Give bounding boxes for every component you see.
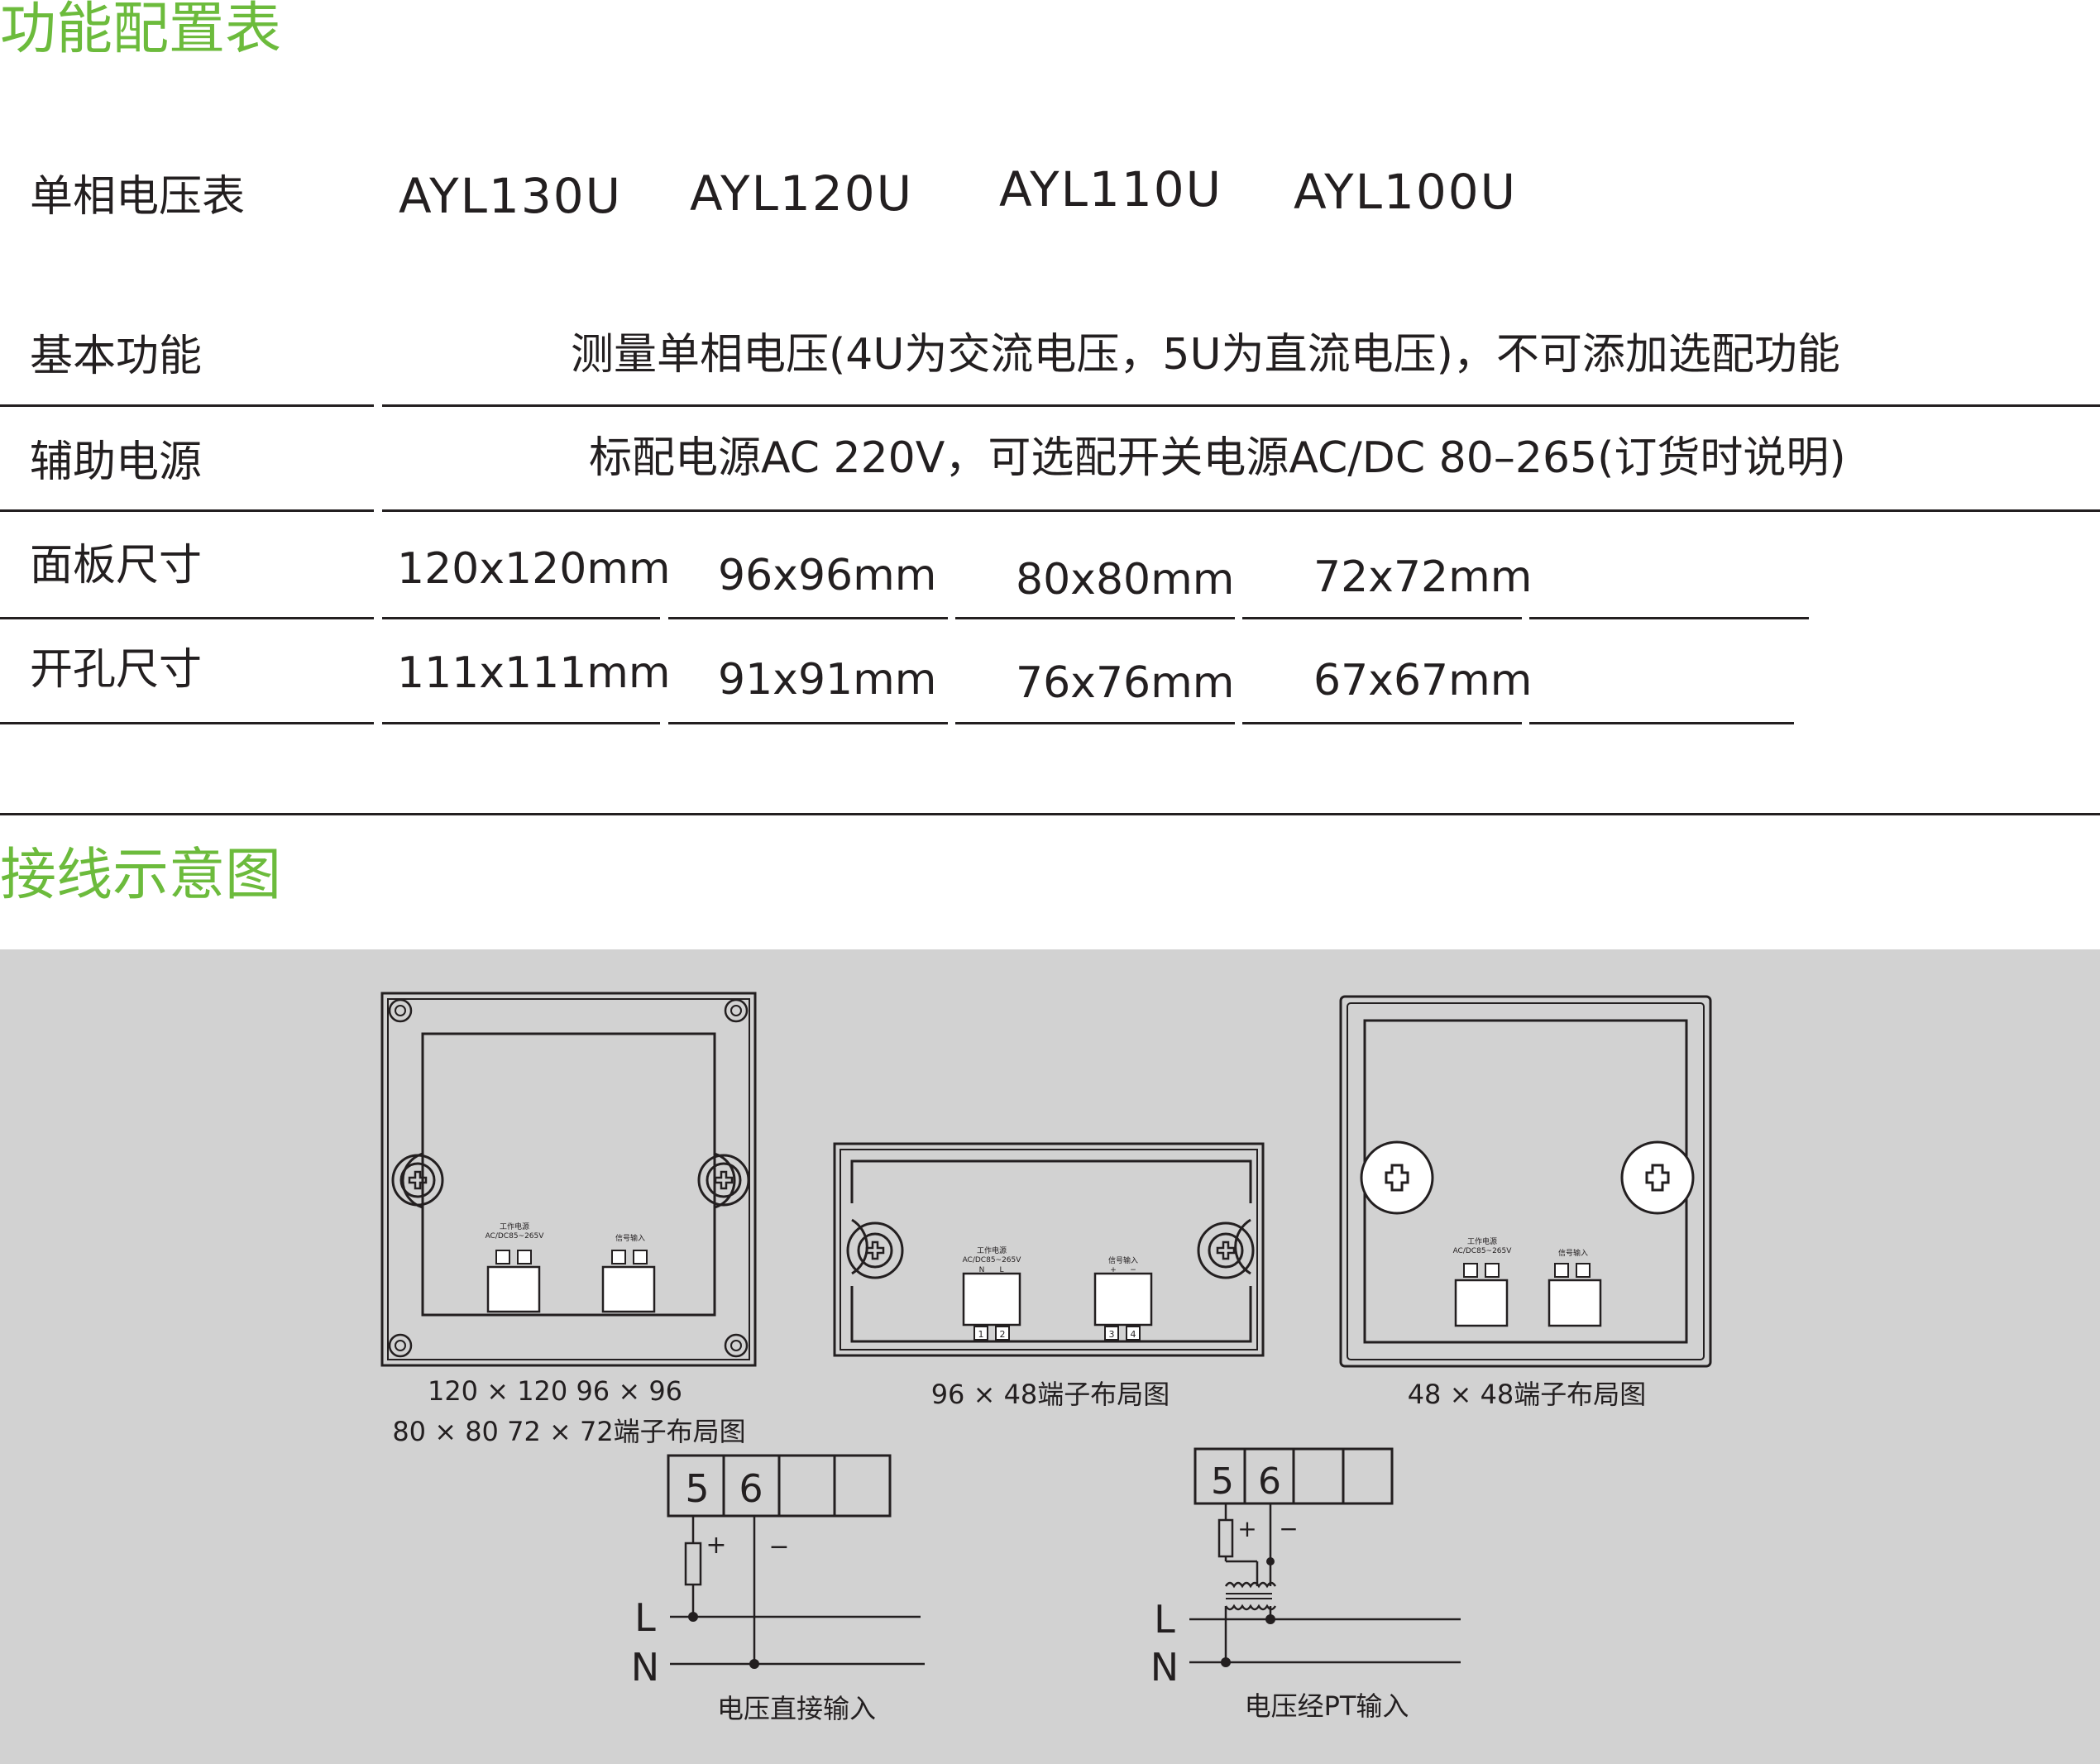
terminal-plus-label: + — [1110, 1266, 1117, 1274]
plus-sign: + — [1237, 1515, 1256, 1542]
row-label-aux-power: 辅助电源 — [30, 437, 203, 487]
row-divider — [0, 617, 374, 619]
cutout-size-120: 91x91mm — [718, 655, 937, 705]
caption-direct-input: 电压直接输入 — [717, 1693, 876, 1724]
panel-size-130: 120x120mm — [397, 544, 671, 594]
row-label-panel-size: 面板尺寸 — [30, 541, 203, 590]
row-divider — [955, 722, 1235, 724]
model-ayl100u: AYL100U — [1294, 164, 1518, 220]
caption-large-line2: 80 × 80 72 × 72端子布局图 — [392, 1416, 745, 1447]
caption-large-line1: 120 × 120 96 × 96 — [428, 1375, 682, 1407]
terminal-6: 6 — [1258, 1460, 1281, 1503]
terminal-power-label: 工作电源 — [977, 1245, 1007, 1255]
terminal-l-label: L — [999, 1266, 1003, 1274]
row-divider — [382, 722, 660, 724]
cutout-size-130: 111x111mm — [397, 648, 671, 698]
terminal-power-label: 工作电源 — [500, 1221, 529, 1231]
row-divider — [1529, 722, 1794, 724]
terminal-signal-label: 信号输入 — [1108, 1255, 1138, 1265]
panel-size-110: 80x80mm — [1016, 555, 1235, 605]
pin-number: 4 — [1131, 1329, 1136, 1340]
row-divider — [382, 617, 660, 619]
product-label: 单相电压表 — [30, 172, 246, 222]
wiring-direct-input: 5 6 + − L N — [631, 1454, 925, 1690]
terminal-5: 5 — [685, 1466, 709, 1511]
minus-sign: − — [1279, 1515, 1298, 1542]
row-divider — [382, 404, 2100, 407]
terminal-power-label: 工作电源 — [1467, 1236, 1497, 1246]
line-l: L — [634, 1595, 656, 1640]
section-title-config: 功能配置表 — [0, 0, 282, 62]
caption-48x48: 48 × 48端子布局图 — [1408, 1379, 1647, 1410]
row-divider — [1242, 722, 1522, 724]
terminal-n-label: N — [979, 1266, 985, 1274]
line-n: N — [1150, 1645, 1179, 1690]
row-label-cutout-size: 开孔尺寸 — [30, 645, 203, 695]
caption-96x48: 96 × 48端子布局图 — [931, 1379, 1170, 1410]
aux-power-value: 标配电源AC 220V，可选配开关电源AC/DC 80–265(订货时说明) — [589, 433, 1846, 483]
row-divider — [955, 617, 1235, 619]
row-divider — [0, 404, 374, 407]
row-divider — [0, 722, 374, 724]
row-divider — [1242, 617, 1522, 619]
terminal-layout-large: 工作电源 AC/DC85~265V 信号输入 — [380, 992, 757, 1367]
caption-pt-input: 电压经PT输入 — [1245, 1690, 1409, 1722]
terminal-signal-label: 信号输入 — [1558, 1248, 1588, 1258]
terminal-layout-96x48: 工作电源 AC/DC85~265V N L 信号输入 + − 1 2 3 4 — [833, 1142, 1265, 1357]
terminal-layout-48x48: 工作电源 AC/DC85~265V 信号输入 — [1339, 995, 1712, 1368]
line-n: N — [631, 1645, 659, 1690]
terminal-5: 5 — [1211, 1460, 1234, 1503]
model-ayl120u: AYL120U — [690, 165, 914, 222]
terminal-power-range: AC/DC85~265V — [486, 1232, 545, 1241]
model-ayl110u: AYL110U — [999, 161, 1223, 218]
row-divider — [1529, 617, 1809, 619]
terminal-minus-label: − — [1130, 1266, 1136, 1274]
terminal-power-range: AC/DC85~265V — [963, 1256, 1022, 1264]
wiring-pt-input: 5 6 + − L N — [1150, 1447, 1461, 1690]
pin-number: 3 — [1109, 1329, 1115, 1340]
row-divider — [668, 617, 948, 619]
plus-sign: + — [706, 1531, 726, 1560]
pin-number: 1 — [978, 1329, 984, 1340]
basic-function-value: 测量单相电压(4U为交流电压，5U为直流电压)，不可添加选配功能 — [571, 330, 1840, 380]
panel-size-100: 72x72mm — [1313, 552, 1533, 602]
terminal-6: 6 — [739, 1466, 763, 1511]
row-label-basic-function: 基本功能 — [30, 332, 203, 381]
terminal-signal-label: 信号输入 — [615, 1233, 645, 1243]
row-divider — [382, 509, 2100, 512]
minus-sign: − — [768, 1532, 789, 1561]
cutout-size-100: 67x67mm — [1313, 656, 1533, 705]
cutout-size-110: 76x76mm — [1016, 658, 1235, 708]
section-title-wiring: 接线示意图 — [0, 843, 282, 908]
model-ayl130u: AYL130U — [399, 168, 623, 224]
row-divider — [0, 509, 374, 512]
row-divider — [668, 722, 948, 724]
section-divider — [0, 813, 2100, 815]
terminal-power-range: AC/DC85~265V — [1453, 1247, 1513, 1255]
line-l: L — [1154, 1597, 1175, 1642]
panel-size-120: 96x96mm — [718, 551, 937, 600]
pin-number: 2 — [1000, 1329, 1006, 1340]
